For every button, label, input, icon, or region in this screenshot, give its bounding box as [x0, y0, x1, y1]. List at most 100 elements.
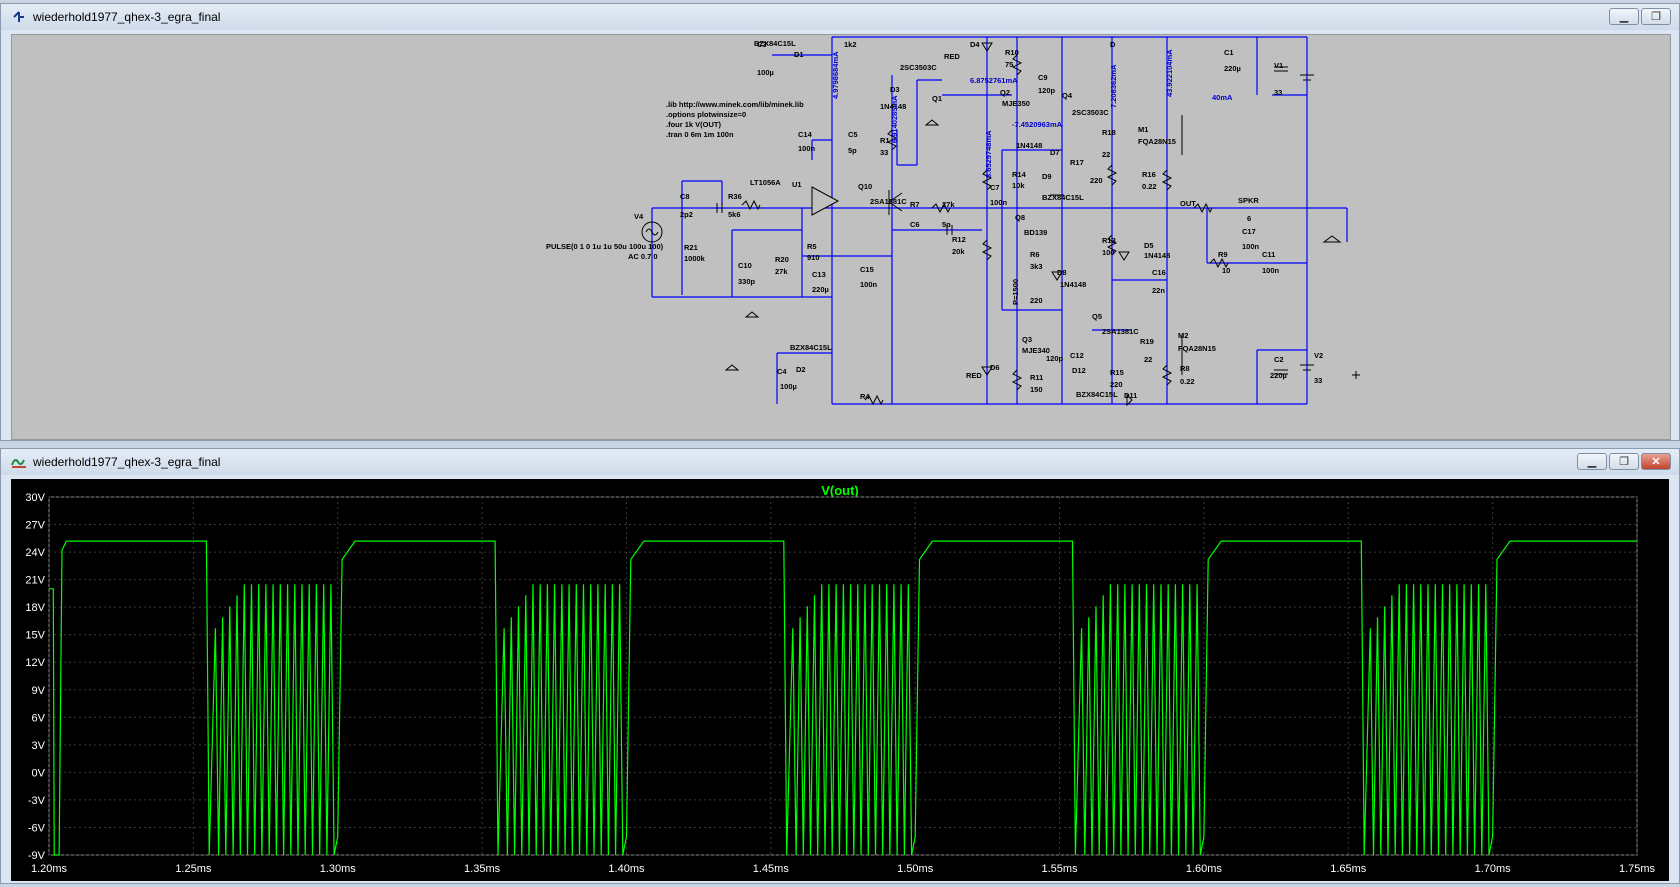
label-out: OUT	[1180, 199, 1196, 208]
annotation-i3: 6.8752761mA	[970, 76, 1018, 85]
schematic-drawing: C3 100µ D1 BZX84C15L 1k2 C14 100n C5 5p …	[546, 36, 1360, 407]
label-m2: M2	[1178, 331, 1188, 340]
y-tick-label: 18V	[25, 602, 45, 614]
label-q1: Q1	[932, 94, 942, 103]
component-labels: C3 100µ D1 BZX84C15L 1k2 C14 100n C5 5p …	[680, 39, 1323, 401]
y-tick-label: 3V	[32, 740, 46, 752]
label-d1: D1	[794, 50, 804, 59]
label-d5: D5	[1144, 241, 1154, 250]
label-bd139: BD139	[1024, 228, 1047, 237]
label-r5: R5	[807, 242, 817, 251]
source-name: V4	[634, 212, 644, 221]
label-d8: D8	[1057, 268, 1067, 277]
close-button[interactable]: ✕	[1641, 453, 1671, 470]
label-bzx4: BZX84C15L	[1076, 390, 1118, 399]
plot-frame	[48, 496, 1638, 856]
y-tick-label: 6V	[32, 712, 46, 724]
label-fqa2: FQA28N15	[1178, 344, 1216, 353]
label-r8v: 0.22	[1180, 377, 1195, 386]
x-tick-label: 1.35ms	[464, 863, 501, 875]
label-r15v: 220	[1110, 380, 1123, 389]
waveform-icon	[11, 459, 26, 468]
source-ac: AC 0.7 0	[628, 252, 658, 261]
label-c12v: 120p	[1046, 354, 1064, 363]
label-q5: Q5	[1092, 312, 1102, 321]
label-mje340: MJE340	[1022, 346, 1050, 355]
label-c10v: 330p	[738, 277, 756, 286]
x-tick-label: 1.45ms	[753, 863, 790, 875]
label-r16v: 0.22	[1142, 182, 1157, 191]
label-c3v: 100µ	[757, 68, 774, 77]
label-r8: R8	[1180, 364, 1190, 373]
y-tick-label: 21V	[25, 575, 45, 587]
label-c5: C5	[848, 130, 858, 139]
label-r19: R19	[1140, 337, 1154, 346]
label-r10: R10	[1005, 48, 1019, 57]
label-r16: R16	[1142, 170, 1156, 179]
label-c8: C8	[680, 192, 690, 201]
label-d12: D12	[1072, 366, 1086, 375]
schematic-window: wiederhold1977_qhex-3_egra_final ▁ ❐	[0, 3, 1680, 441]
label-r13v: 100	[1102, 248, 1115, 257]
restore-button[interactable]: ❐	[1641, 8, 1671, 25]
label-r1: R1	[880, 136, 890, 145]
minimize-button[interactable]: ▁	[1609, 8, 1639, 25]
spice-directives: .lib http://www.minek.com/lib/minek.lib …	[546, 100, 804, 261]
label-u1: U1	[792, 180, 802, 189]
directive-options: .options plotwinsize=0	[666, 110, 746, 119]
label-c2v: 220µ	[1270, 371, 1287, 380]
y-tick-label: -9V	[28, 850, 46, 862]
minimize-button[interactable]: ▁	[1577, 453, 1607, 470]
label-c15v: 100n	[860, 280, 878, 289]
y-tick-label: 24V	[25, 547, 45, 559]
label-v1v: 33	[1274, 88, 1282, 97]
directive-lib: .lib http://www.minek.com/lib/minek.lib	[666, 100, 804, 109]
x-tick-label: 1.65ms	[1330, 863, 1367, 875]
waveform-title: wiederhold1977_qhex-3_egra_final	[33, 455, 221, 469]
label-d3v: 1N4148	[880, 102, 906, 111]
x-tick-label: 1.70ms	[1475, 863, 1512, 875]
label-r1v: 33	[880, 148, 888, 157]
label-d2: D2	[796, 365, 806, 374]
label-r12v: 20k	[952, 247, 965, 256]
annotation-i5: 3.6525748mA	[984, 130, 993, 178]
current-annotations: 4.9798684mA 6.9140285mA 6.8752761mA -7.4…	[831, 49, 1233, 178]
label-c14v: 100n	[798, 144, 816, 153]
y-tick-label: -3V	[28, 795, 46, 807]
label-2sa1: 2SA1381C	[870, 197, 907, 206]
label-r7: R7	[910, 200, 920, 209]
schematic-titlebar[interactable]: wiederhold1977_qhex-3_egra_final ▁ ❐	[1, 4, 1679, 30]
x-tick-label: 1.25ms	[175, 863, 212, 875]
schematic-canvas[interactable]: C3 100µ D1 BZX84C15L 1k2 C14 100n C5 5p …	[11, 34, 1671, 440]
label-r36v: 5k6	[728, 210, 741, 219]
label-v2: V2	[1314, 351, 1323, 360]
waveform-window: wiederhold1977_qhex-3_egra_final ▁ ❐ ✕ V…	[0, 448, 1680, 884]
label-c17v: 100n	[1242, 242, 1260, 251]
y-tick-label: 15V	[25, 630, 45, 642]
restore-button[interactable]: ❐	[1609, 453, 1639, 470]
label-r11: R11	[1030, 373, 1043, 382]
v-out-trace	[49, 540, 1637, 856]
waveform-titlebar[interactable]: wiederhold1977_qhex-3_egra_final ▁ ❐ ✕	[1, 449, 1679, 475]
x-tick-label: 1.50ms	[897, 863, 934, 875]
label-bzx2: BZX84C15L	[1042, 193, 1084, 202]
label-pv: 220	[1030, 296, 1043, 305]
label-c14: C14	[798, 130, 813, 139]
label-2sa2: 2SA1381C	[1102, 327, 1139, 336]
label-c16: C16	[1152, 268, 1166, 277]
label-c13: C13	[812, 270, 826, 279]
label-r21: R21	[684, 243, 698, 252]
schematic-title: wiederhold1977_qhex-3_egra_final	[33, 10, 221, 24]
y-tick-label: 12V	[25, 657, 45, 669]
label-1k2: 1k2	[844, 40, 857, 49]
label-v1: V1	[1274, 61, 1283, 70]
label-c16v: 22n	[1152, 286, 1165, 295]
label-lt1056a: LT1056A	[750, 178, 781, 187]
components	[641, 42, 1360, 407]
label-r11v: 150	[1030, 385, 1043, 394]
label-bzx1: BZX84C15L	[754, 39, 796, 48]
wires	[651, 36, 1348, 405]
directive-tran: .tran 0 6m 1m 100n	[666, 130, 734, 139]
